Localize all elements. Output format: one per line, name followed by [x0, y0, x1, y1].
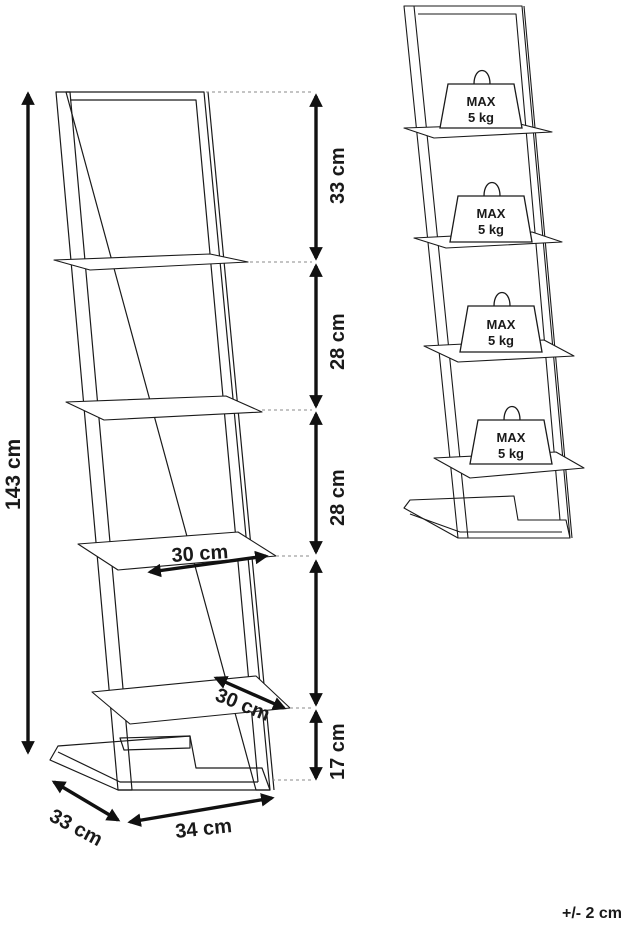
weight-4-line2: 5 kg [498, 446, 524, 461]
label-gap-top: 33 cm [327, 147, 349, 204]
tolerance-note: +/- 2 cm [562, 905, 622, 922]
label-shelf-width: 30 cm [171, 541, 229, 567]
weight-icon [469, 419, 553, 465]
shelf-1 [53, 253, 249, 271]
weight-4: MAX 5 kg [469, 405, 553, 465]
label-gap-second: 28 cm [327, 313, 349, 370]
label-base-width: 34 cm [174, 815, 233, 843]
weight-1: MAX 5 kg [439, 69, 523, 129]
weight-1-line2: 5 kg [468, 110, 494, 125]
weight-3-line2: 5 kg [488, 333, 514, 348]
arrow-shelf-width [147, 550, 269, 578]
base-frame [49, 735, 271, 791]
right-base-inner [409, 513, 562, 533]
weight-2-line2: 5 kg [478, 222, 504, 237]
weight-2: MAX 5 kg [449, 181, 533, 243]
load-capacity-drawing: MAX 5 kg MAX 5 kg MAX 5 kg MAX 5 kg [403, 5, 585, 539]
label-total-height: 143 cm [2, 439, 25, 510]
weight-1-line1: MAX [467, 94, 496, 109]
label-gap-bottom: 17 cm [327, 723, 349, 780]
shelf-2 [65, 395, 263, 421]
weight-3-line1: MAX [487, 317, 516, 332]
weight-4-line1: MAX [497, 430, 526, 445]
arrow-base-depth [51, 780, 121, 822]
arrow-shelf-depth [213, 676, 287, 710]
weight-icon [439, 83, 523, 129]
right-base-frame [403, 495, 571, 539]
weight-3: MAX 5 kg [459, 291, 543, 353]
base-rear [119, 735, 191, 751]
weight-icon [449, 195, 533, 243]
base-inner [57, 751, 258, 783]
arrow-base-width [127, 793, 275, 827]
label-gap-third: 28 cm [327, 469, 349, 526]
right-rail-back [207, 91, 275, 791]
dimensioned-shelf-drawing: 143 cm 33 cm 28 cm 28 cm 17 cm 30 cm 30 … [2, 91, 349, 851]
weight-icon [459, 305, 543, 353]
weight-2-line1: MAX [477, 206, 506, 221]
right-back-rail [523, 5, 573, 539]
label-base-depth: 33 cm [46, 805, 106, 851]
